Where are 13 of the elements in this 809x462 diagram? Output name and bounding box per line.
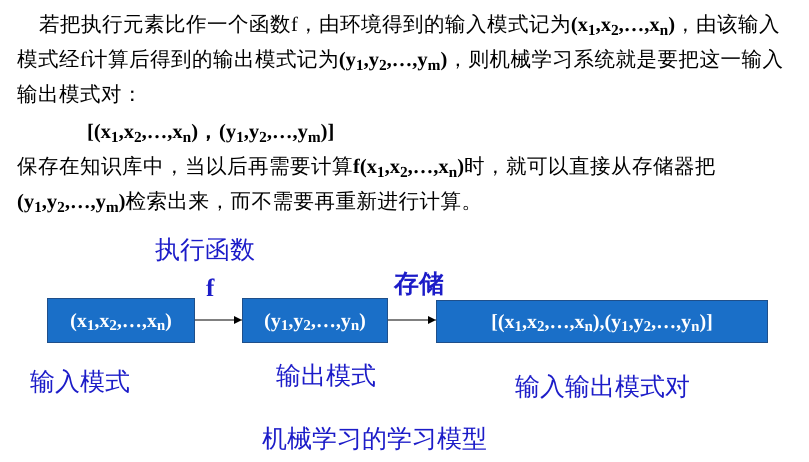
box-caption: 输入输出模式对 <box>515 373 690 403</box>
formula: [(x$_{1}$,x$_{2}$,…,x$_{n}$)，(y$_{1}$,y$_{2}$,…,y$_{m}$)] <box>87 120 334 148</box>
arrow <box>194 316 242 324</box>
process-box: [(x$_{1}$,x$_{2}$,…,x$_{n}$),(y$_{1}$,y$_{2}$,…,y$_{n}$)] <box>436 300 768 343</box>
caption: 机械学习的学习模型 <box>262 425 487 455</box>
arrow <box>388 316 436 324</box>
process-box: (y$_{1}$,y$_{2}$,…,y$_{n}$) <box>242 298 388 343</box>
annotation: 执行函数 <box>155 236 255 266</box>
box-caption: 输入模式 <box>30 368 130 398</box>
paragraph: 保存在知识库中，当以后再需要计算f(x$_{1}$,x$_{2}$,…,x$_{n}$)时，就可以直接从存储器把(y$_{1}$,y$_{2}$,…,y$_{m}$)检索出来，而不需要再重新进行计算。 <box>17 154 718 218</box>
process-box: (x$_{1}$,x$_{2}$,…,x$_{n}$) <box>47 298 195 343</box>
box-caption: 输出模式 <box>276 362 376 392</box>
paragraph: 若把执行元素比作一个函数f，由环境得到的输入模式记为(x$_{1}$,x$_{2}$,…,x$_{n}$)，由该输入模式经f计算后得到的输出模式记为(y$_{1}$,y$_{2}$,…,y$_{m}$)，则机械学习系统就是要把这一输入输出模式对： <box>17 12 784 108</box>
